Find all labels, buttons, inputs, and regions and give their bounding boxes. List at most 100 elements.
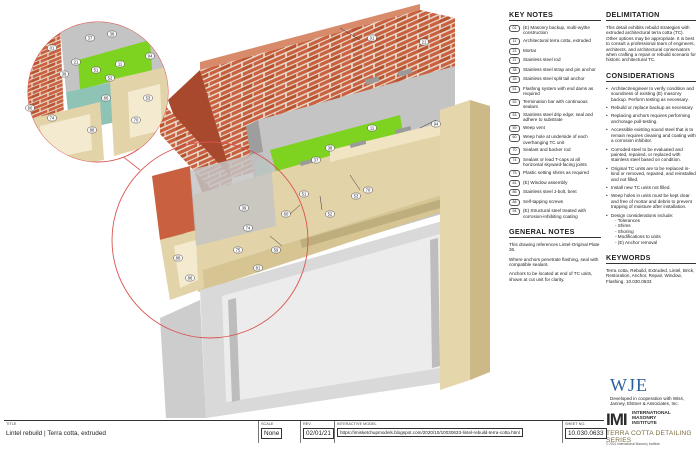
consideration-item: Architect/engineer to verify condition a… xyxy=(606,86,696,102)
callout-number: 39 xyxy=(242,206,247,211)
detail-callout: 94 xyxy=(145,52,155,60)
key-note-tag: 11 xyxy=(509,37,520,46)
callout-layer: 0137383994116070748651525321880121373851… xyxy=(25,30,441,282)
key-note-text: Stainless steel J-bolt, bent xyxy=(523,189,577,195)
keywords-heading: KEYWORDS xyxy=(606,253,696,264)
isometric-lintel-illustration xyxy=(27,4,490,418)
delimitation-section: DELIMITATION This detail exhibits rebuil… xyxy=(606,10,696,63)
main-callout: 60 xyxy=(281,210,291,218)
scale-value: None xyxy=(261,428,283,439)
detail-callout: 01 xyxy=(47,44,57,52)
key-note-tag: 37 xyxy=(509,57,520,65)
callout-number: 53 xyxy=(146,96,151,101)
key-note-tag: 88 xyxy=(509,198,520,206)
imi-name-line: MASONRY xyxy=(632,416,657,422)
callout-number: 11 xyxy=(118,62,123,67)
key-note-tag: 52 xyxy=(509,98,520,107)
info-column: DELIMITATION This detail exhibits rebuil… xyxy=(606,10,696,292)
callout-number: 86 xyxy=(104,96,109,101)
keywords-text: Terra cotta, Rebuild, Extruded, Lintel, … xyxy=(606,268,695,284)
design-item: - Modifications to units xyxy=(615,234,661,240)
key-note-item: 81(E) Window assembly xyxy=(509,179,601,187)
sheet-number: 10.030.0633 xyxy=(565,428,607,439)
design-item: - Shoring xyxy=(615,228,634,234)
keywords-section: KEYWORDS Terra cotta, Rebuild, Extruded,… xyxy=(606,253,696,284)
main-callout: 11 xyxy=(367,124,377,132)
callout-number: 70 xyxy=(134,118,139,123)
callout-number: 53 xyxy=(354,194,359,199)
considerations-section: CONSIDERATIONS Architect/engineer to ver… xyxy=(606,71,696,245)
key-notes-section: KEY NOTES 01(E) Masonry backup, multi-wy… xyxy=(509,10,601,219)
sheet-cell: SHEET NO. 10.030.0633 xyxy=(562,421,607,443)
callout-number: 75 xyxy=(236,248,241,253)
detail-callout: 37 xyxy=(85,34,95,42)
imi-name-line: INTERNATIONAL xyxy=(632,411,671,416)
considerations-heading: CONSIDERATIONS xyxy=(606,71,696,82)
key-note-tag: 39 xyxy=(509,76,520,84)
imi-logo-block: IMI INTERNATIONAL MASONRY INSTITUTE TERR… xyxy=(604,408,700,448)
main-callout: 75 xyxy=(233,246,243,254)
drawing-title: Lintel rebuild | Terra cotta, extruded xyxy=(6,430,106,437)
key-note-text: (E) Window assembly xyxy=(523,179,568,185)
delimitation-heading: DELIMITATION xyxy=(606,10,696,21)
key-note-text: Stainless steel rod xyxy=(523,57,561,63)
callout-number: 38 xyxy=(328,146,333,151)
consideration-item: Accessible existing sound steel that is … xyxy=(606,127,696,143)
main-callout: 81 xyxy=(253,264,263,272)
imi-name: INTERNATIONAL MASONRY INSTITUTE xyxy=(632,411,671,427)
detail-callout: 70 xyxy=(131,116,141,124)
main-callout: 01 xyxy=(367,34,377,42)
key-note-text: Flashing system with end dams as require… xyxy=(523,85,594,97)
design-item: - Tolerances xyxy=(615,217,640,223)
callout-number: 21 xyxy=(422,40,427,45)
detail-callout: 74 xyxy=(47,114,57,122)
detail-callout: 21 xyxy=(71,58,81,66)
key-notes-heading: KEY NOTES xyxy=(509,10,601,21)
key-note-text: Stainless steel split tail anchor xyxy=(523,76,585,82)
callout-number: 70 xyxy=(366,188,371,193)
callout-number: 60 xyxy=(28,106,33,111)
key-note-tag: 86 xyxy=(509,189,520,197)
model-label: INTERACTIVE MODEL xyxy=(337,422,377,426)
main-callout: 51 xyxy=(299,190,309,198)
callout-number: 88 xyxy=(90,128,95,133)
key-note-text: Stainless steel strap and pin anchor xyxy=(523,66,596,72)
model-cell: INTERACTIVE MODEL https://imisketchupmod… xyxy=(334,421,559,443)
scale-label: SCALE xyxy=(261,422,274,426)
sheet-label: SHEET NO. xyxy=(565,422,586,426)
consideration-item: Replacing anchors requires performing an… xyxy=(606,113,696,124)
key-note-text: Termination bar with continuous sealant xyxy=(523,98,588,110)
general-note-2: Where anchors penetrate flashing, seal w… xyxy=(509,256,599,268)
key-note-tag: 75 xyxy=(509,169,520,178)
detail-callout: 51 xyxy=(91,66,101,74)
consideration-item: Weep holes in units must be kept clear a… xyxy=(606,193,696,209)
rev-value: 02/01/21 xyxy=(303,428,334,439)
key-note-text: (E) Masonry backup, multi-wythe construc… xyxy=(523,25,590,36)
callout-number: 59 xyxy=(274,248,279,253)
general-note-3: Anchors to be located at end of TC units… xyxy=(509,271,593,282)
imi-name-line: INSTITUTE xyxy=(632,421,657,427)
key-note-text: (E) Structural steel treated with corros… xyxy=(523,208,587,219)
consideration-item-design: Design considerations include: - Toleran… xyxy=(606,213,696,245)
key-note-item: 01(E) Masonry backup, multi-wythe constr… xyxy=(509,25,601,36)
callout-number: 52 xyxy=(108,76,113,81)
consideration-item: Original TC units are to be replaced in-… xyxy=(606,166,696,182)
main-callout: 53 xyxy=(351,192,361,200)
title-block: TITLE Lintel rebuild | Terra cotta, extr… xyxy=(4,420,607,443)
detail-callout: 38 xyxy=(107,30,117,38)
callout-number: 94 xyxy=(148,54,153,59)
key-note-text: Weep hole at underside of each overhangi… xyxy=(523,134,588,145)
terra-cotta-jamb xyxy=(440,100,490,390)
key-note-tag: 60 xyxy=(509,134,520,142)
model-link[interactable]: https://imisketchupmodels.blogspot.com/2… xyxy=(337,428,523,437)
callout-number: 60 xyxy=(284,212,289,217)
callout-number: 81 xyxy=(256,266,261,271)
